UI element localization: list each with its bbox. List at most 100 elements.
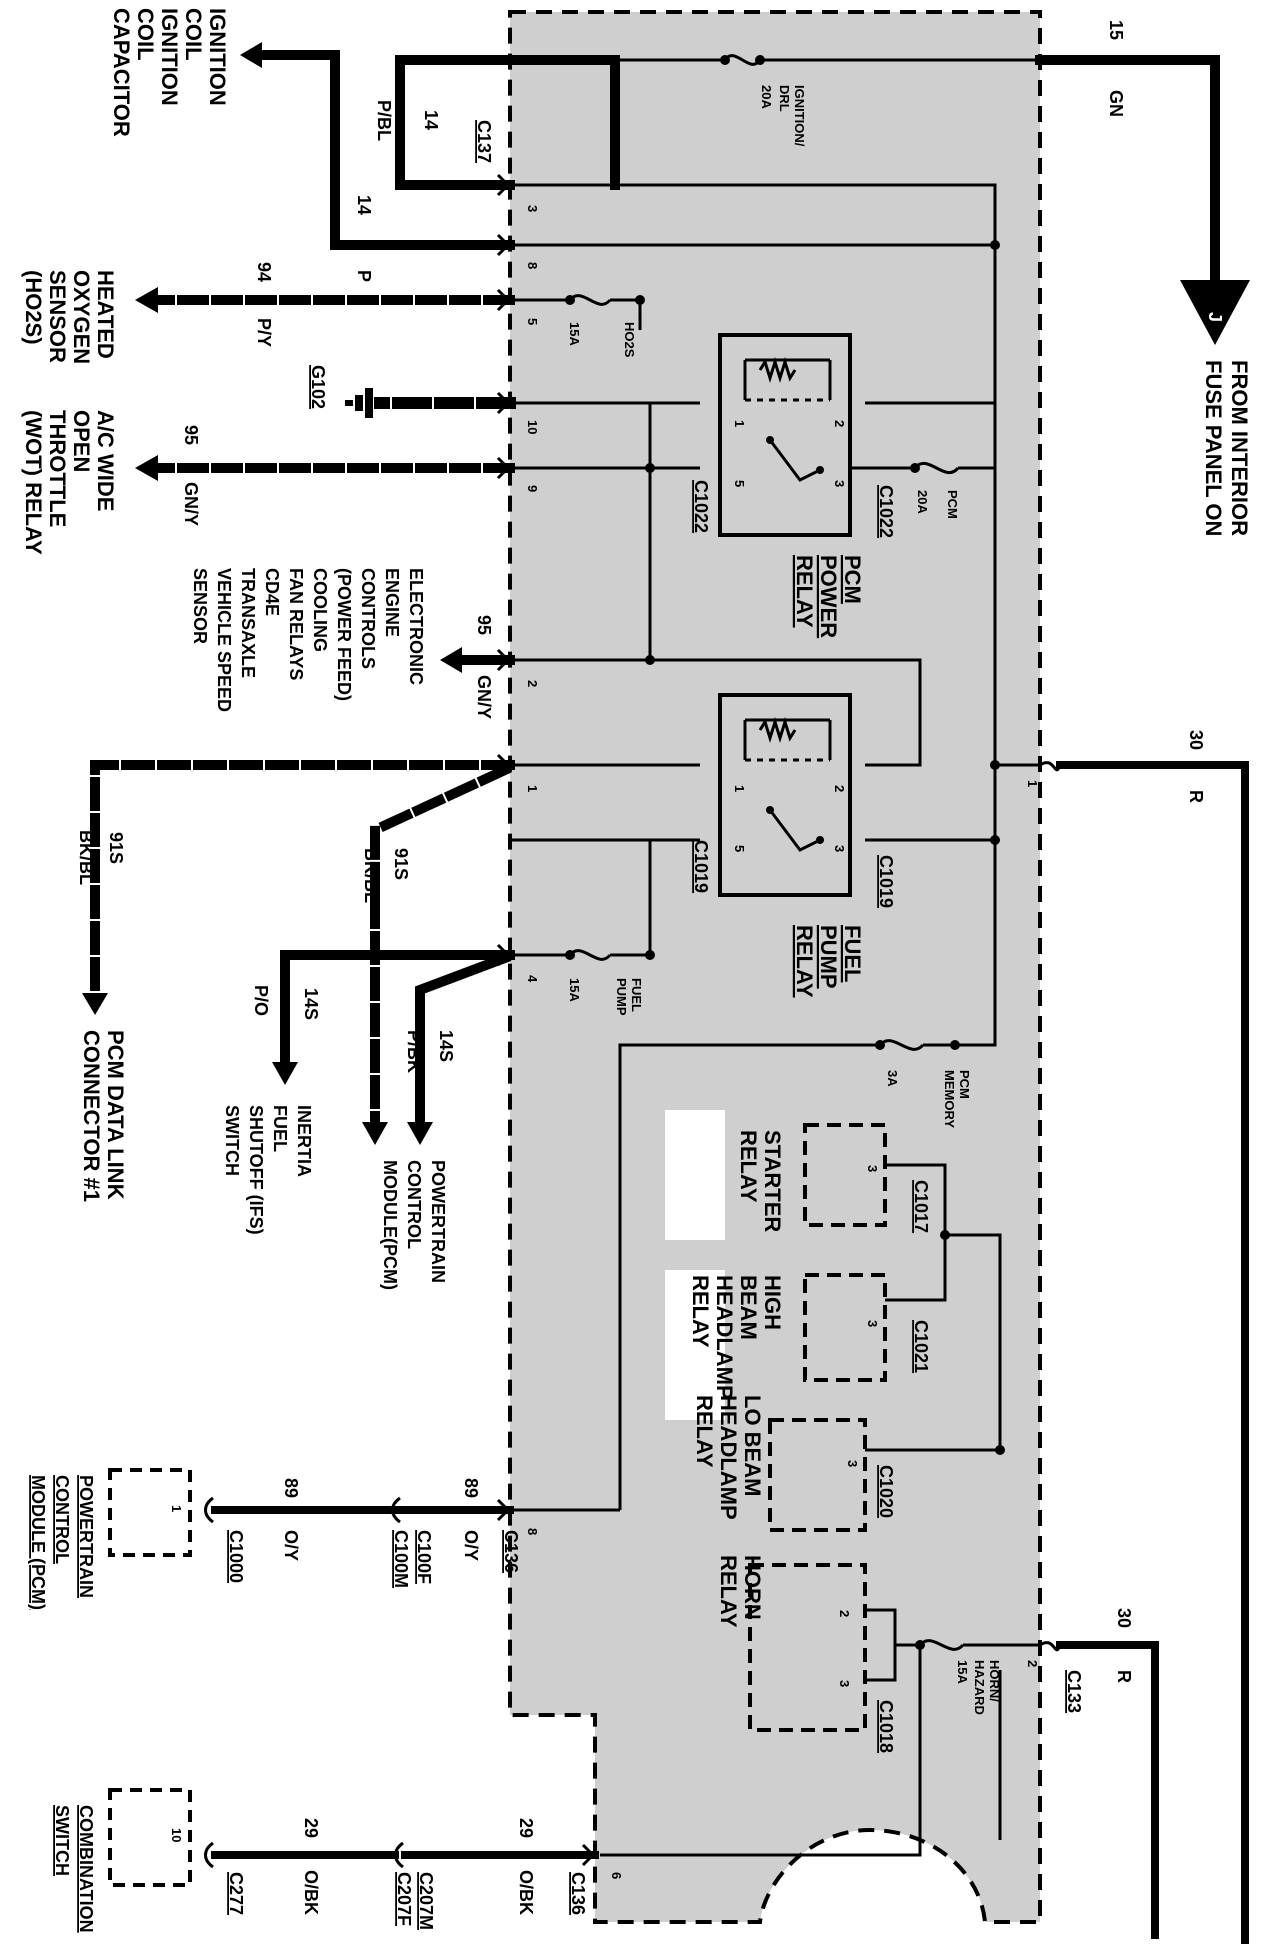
c207f-label: C207F <box>394 1872 414 1926</box>
pcm-module-line-3: MODULE(PCM) <box>380 1160 400 1290</box>
ifs-line-4: SWITCH <box>222 1105 242 1176</box>
pin-2b: 2 <box>1025 1660 1040 1667</box>
wire-30b-number: 30 <box>1114 1608 1134 1628</box>
pcm-power-relay <box>718 333 852 537</box>
pin-1b: 1 <box>1025 780 1040 787</box>
horn-pin-2: 2 <box>837 1610 852 1617</box>
eec-label: ELECTRONIC ENGINE CONTROLS (POWER FEED) … <box>190 568 426 712</box>
combo-switch-line-1: COMBINATION <box>76 1805 96 1933</box>
pcm-link-arrow <box>82 993 108 1015</box>
pcm-memory-fuse <box>875 840 997 1051</box>
connector-j-label: J <box>1205 312 1225 322</box>
wire-91s-down <box>362 895 388 1145</box>
ignition-coil-arrow <box>240 42 262 68</box>
fuse-mem-name-1: PCM <box>957 1070 972 1099</box>
g102-label: G102 <box>308 365 328 409</box>
pcm-connector-box <box>108 1468 192 1557</box>
pcm-arrow-1 <box>407 1122 433 1145</box>
pin-3: 3 <box>525 205 540 212</box>
fuel-pump-fuse <box>510 840 655 961</box>
pcm-link-label: PCM DATA LINK CONNECTOR #1 <box>79 1030 128 1202</box>
starter-relay-line-2: RELAY <box>736 1130 761 1203</box>
hb-relay-line-1: HIGH <box>760 1275 785 1330</box>
relay2-pin-2: 2 <box>832 785 847 792</box>
horn-relay-line-1: HORN <box>740 1555 765 1620</box>
wire-14d-color: P/BK <box>404 1030 424 1073</box>
pin-10: 10 <box>525 420 540 434</box>
eec-line-6: FAN RELAYS <box>286 568 306 680</box>
c277-label: C277 <box>226 1872 246 1915</box>
eec-line-5: COOLING <box>310 568 330 652</box>
wire-94-color: P/Y <box>254 318 274 347</box>
ground-g102 <box>345 388 516 418</box>
pin-6: 6 <box>609 1872 624 1879</box>
fuse-mem-amp: 3A <box>885 1070 900 1087</box>
pin-2a: 2 <box>525 680 540 687</box>
combo-box-pin-10: 10 <box>169 1828 184 1842</box>
wire-91b-color: BK/BL <box>361 848 381 903</box>
wot-line-2: OPEN <box>69 410 94 472</box>
wire-14a-number: 14 <box>421 110 441 130</box>
wire-89b-number: 89 <box>281 1478 301 1498</box>
hb-relay-line-2: BEAM <box>736 1275 761 1340</box>
wire-91a-color: BK/BL <box>76 830 96 885</box>
pcm-memory-line <box>618 1043 880 1510</box>
wot-label: A/C WIDE OPEN THROTTLE (WOT) RELAY <box>21 410 118 555</box>
ifs-line-1: INERTIA <box>294 1105 314 1177</box>
fuel-pump-relay <box>718 693 852 897</box>
wire-14b-number: 14 <box>354 195 374 215</box>
c100f-label: C100F <box>414 1530 434 1584</box>
fuse-pcm-amp: 20A <box>915 490 930 514</box>
starter-pin-3: 3 <box>865 1165 880 1172</box>
wire-95b-number: 95 <box>474 615 494 635</box>
left-cavity-marks <box>496 173 596 1867</box>
wot-line-3: THROTTLE <box>45 410 70 527</box>
wire-95-gny-eec <box>440 647 515 673</box>
wire-15-gn <box>1035 55 1220 285</box>
pin-8a: 8 <box>525 262 540 269</box>
pcm-fuse <box>850 461 995 475</box>
pin-4: 4 <box>525 975 540 983</box>
c1021-label: C1021 <box>911 1320 931 1373</box>
horn-pin-3: 3 <box>837 1680 852 1687</box>
from-fuse-panel-label: FROM INTERIOR FUSE PANEL ON <box>1201 360 1252 536</box>
wire-14-p <box>240 42 515 250</box>
fuse-drl-name-2: DRL <box>777 85 792 112</box>
ign-drl-fuse <box>615 54 1040 66</box>
lb-relay-line-1: LO BEAM <box>740 1395 765 1496</box>
relay1-pin-3: 3 <box>832 480 847 487</box>
wire-30b-color: R <box>1114 1670 1134 1683</box>
wot-line-1: A/C WIDE <box>93 410 118 511</box>
wot-line-4: (WOT) RELAY <box>21 410 46 555</box>
hb-pin-3: 3 <box>865 1320 880 1327</box>
ho2s-line-2: OXYGEN <box>69 270 94 364</box>
fuel-pump-relay-line-1: FUEL <box>840 925 865 982</box>
wire-95a-number: 95 <box>181 425 201 445</box>
ign-coil-line-1: IGNITION <box>205 8 230 106</box>
wire-89-oy <box>204 1496 514 1524</box>
c137-label: C137 <box>474 120 494 163</box>
wire-89b-color: O/Y <box>281 1530 301 1561</box>
combo-switch-box <box>108 1788 192 1887</box>
wire-30-r-upper <box>1039 761 1249 1944</box>
relay1-pin-5: 5 <box>732 480 747 487</box>
fuse-horn-name-1: HORN/ <box>987 1660 1002 1702</box>
fuse-fp-amp: 15A <box>567 978 582 1002</box>
starter-relay <box>803 1123 887 1227</box>
lb-relay-label: LO BEAM HEADLAMP RELAY <box>692 1395 765 1520</box>
pcm-power-relay-line-1: PCM <box>840 555 865 604</box>
c133-label: C133 <box>1064 1670 1084 1713</box>
pcm-module2-line-1: POWERTRAIN <box>76 1475 96 1598</box>
c136a-label: C136 <box>501 1530 521 1573</box>
relay1-pin-1: 1 <box>732 420 747 427</box>
pin-9: 9 <box>525 485 540 492</box>
pcm-module2-line-2: CONTROL <box>52 1475 72 1564</box>
wire-29b-color: O/BK <box>301 1870 321 1915</box>
bus-pin3 <box>510 183 997 1040</box>
lb-relay-line-2: HEADLAMP <box>716 1395 741 1520</box>
c1019a-label: C1019 <box>691 840 711 893</box>
wire-30a-color: R <box>1186 790 1206 803</box>
wire-91a-number: 91S <box>106 832 126 864</box>
horn-relay <box>748 1563 867 1732</box>
